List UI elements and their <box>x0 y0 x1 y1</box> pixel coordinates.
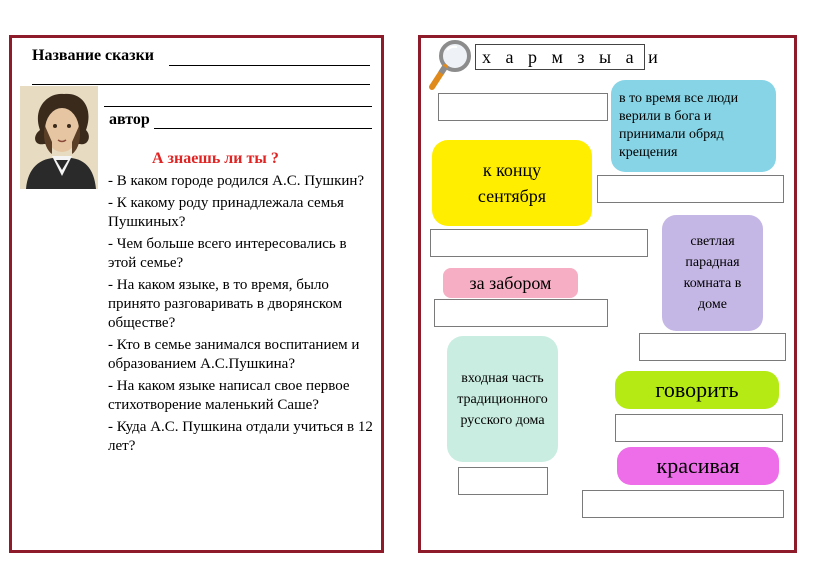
left-worksheet-panel: Название сказки автор А знаешь ли ты ? -… <box>9 35 384 553</box>
title-line-2[interactable] <box>32 84 370 85</box>
story-title-label: Название сказки <box>32 47 154 64</box>
card-beautiful[interactable]: красивая <box>617 447 779 485</box>
magnifier-icon <box>427 38 473 94</box>
question-heading: А знаешь ли ты ? <box>152 150 279 167</box>
card-end-of-september[interactable]: к концу сентября <box>432 140 592 226</box>
question-item: - На каком языке написал свое первое сти… <box>108 378 350 413</box>
author-line[interactable] <box>154 128 372 129</box>
answer-box-2[interactable] <box>597 175 784 203</box>
portrait-icon <box>20 86 98 189</box>
scrambled-letters: х а р м з ы а и <box>475 44 658 70</box>
right-worksheet-panel: х а р м з ы а и в то время все люди вери… <box>418 35 797 553</box>
question-item: - Кто в семье занимался воспитанием и об… <box>108 337 360 372</box>
title-line-3[interactable] <box>104 106 372 107</box>
answer-box-4[interactable] <box>434 299 608 327</box>
author-label: автор <box>109 111 150 128</box>
question-item: - В каком городе родился А.С. Пушкин? <box>108 173 365 189</box>
question-item: - Куда А.С. Пушкина отдали учиться в 12 … <box>108 419 373 454</box>
card-baptism[interactable]: в то время все люди верили в бога и прин… <box>611 80 776 172</box>
answer-box-8[interactable] <box>582 490 784 518</box>
card-entrance-hall[interactable]: входная часть традиционного русского дом… <box>447 336 558 462</box>
answer-box-6[interactable] <box>615 414 783 442</box>
card-parlor-room[interactable]: светлая парадная комната в доме <box>662 215 763 331</box>
card-behind-fence[interactable]: за забором <box>443 268 578 298</box>
question-item: - Чем больше всего интересовались в этой… <box>108 236 347 271</box>
answer-box-7[interactable] <box>458 467 548 495</box>
answer-box-1[interactable] <box>438 93 608 121</box>
question-item: - К какому роду принадлежала семья Пушки… <box>108 195 344 230</box>
story-title-line[interactable] <box>169 65 370 66</box>
answer-box-5[interactable] <box>639 333 786 361</box>
card-to-speak[interactable]: говорить <box>615 371 779 409</box>
question-list: - В каком городе родился А.С. Пушкин? - … <box>108 172 378 459</box>
question-item: - На каком языке, в то время, было приня… <box>108 277 343 331</box>
answer-box-3[interactable] <box>430 229 648 257</box>
